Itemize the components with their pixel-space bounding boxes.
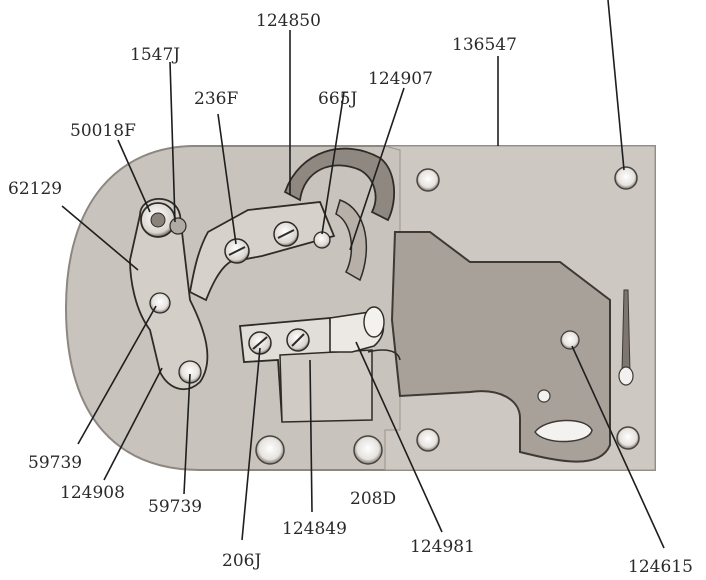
pivot-nut-1547J <box>169 217 187 235</box>
screw-124850-slot <box>277 229 295 239</box>
screw-206J-slot <box>252 336 268 350</box>
label-124981: 124981 <box>410 537 475 557</box>
cam-plate <box>390 231 611 463</box>
leader-50018F <box>117 139 151 213</box>
leader-665J <box>321 91 345 235</box>
bracket-hole-left <box>255 435 285 465</box>
leader-124615 <box>571 345 665 549</box>
bracket-hole-right <box>353 435 383 465</box>
label-124849: 124849 <box>282 519 347 539</box>
screw-665J <box>313 231 331 249</box>
pivot-link <box>129 198 209 391</box>
contact-spring <box>367 349 401 361</box>
label-124615: 124615 <box>628 557 693 577</box>
label-665J: 665J <box>318 89 357 109</box>
label-1547J: 1547J <box>130 45 180 65</box>
leader-124981 <box>355 341 443 533</box>
plate-hole-top-right <box>614 166 638 190</box>
vertical-pin <box>621 289 631 373</box>
cam-pivot-hole <box>560 330 580 350</box>
leader-124907 <box>349 87 405 251</box>
label-62129: 62129 <box>8 179 62 199</box>
plate-hole-bottom-right <box>616 426 640 450</box>
cam-slot <box>534 419 593 443</box>
contact-roller <box>363 306 385 338</box>
cam-small-hole <box>537 389 551 403</box>
label-124907: 124907 <box>368 69 433 89</box>
screw-124849-slot <box>291 333 305 347</box>
leader-124849 <box>309 359 313 513</box>
lever-arm <box>188 201 336 302</box>
leader-59739-left <box>77 305 157 445</box>
pivot-stud-inner <box>150 212 166 228</box>
plate-hole-top-left <box>416 168 440 192</box>
guard-inner-arc <box>335 199 368 282</box>
pin-head <box>618 366 634 386</box>
label-124850: 124850 <box>256 11 321 31</box>
leader-lines <box>61 0 665 549</box>
label-59739-left: 59739 <box>28 453 82 473</box>
label-50018F: 50018F <box>70 121 136 141</box>
leader-top-right <box>607 0 625 171</box>
bracket-front-face <box>279 349 373 423</box>
leader-124908 <box>103 367 163 481</box>
screw-236F-slot <box>228 246 246 256</box>
leader-59739-bottom <box>183 373 191 495</box>
label-59739-bottom: 59739 <box>148 497 202 517</box>
leader-1547J <box>169 61 176 223</box>
plate-hole-bottom-left <box>416 428 440 452</box>
leader-62129 <box>61 205 139 271</box>
label-208D: 208D <box>350 489 396 509</box>
leader-206J <box>241 347 261 541</box>
label-236F: 236F <box>194 89 238 109</box>
label-136547: 136547 <box>452 35 517 55</box>
label-124908: 124908 <box>60 483 125 503</box>
label-206J: 206J <box>222 551 261 571</box>
leader-236F <box>217 113 237 245</box>
